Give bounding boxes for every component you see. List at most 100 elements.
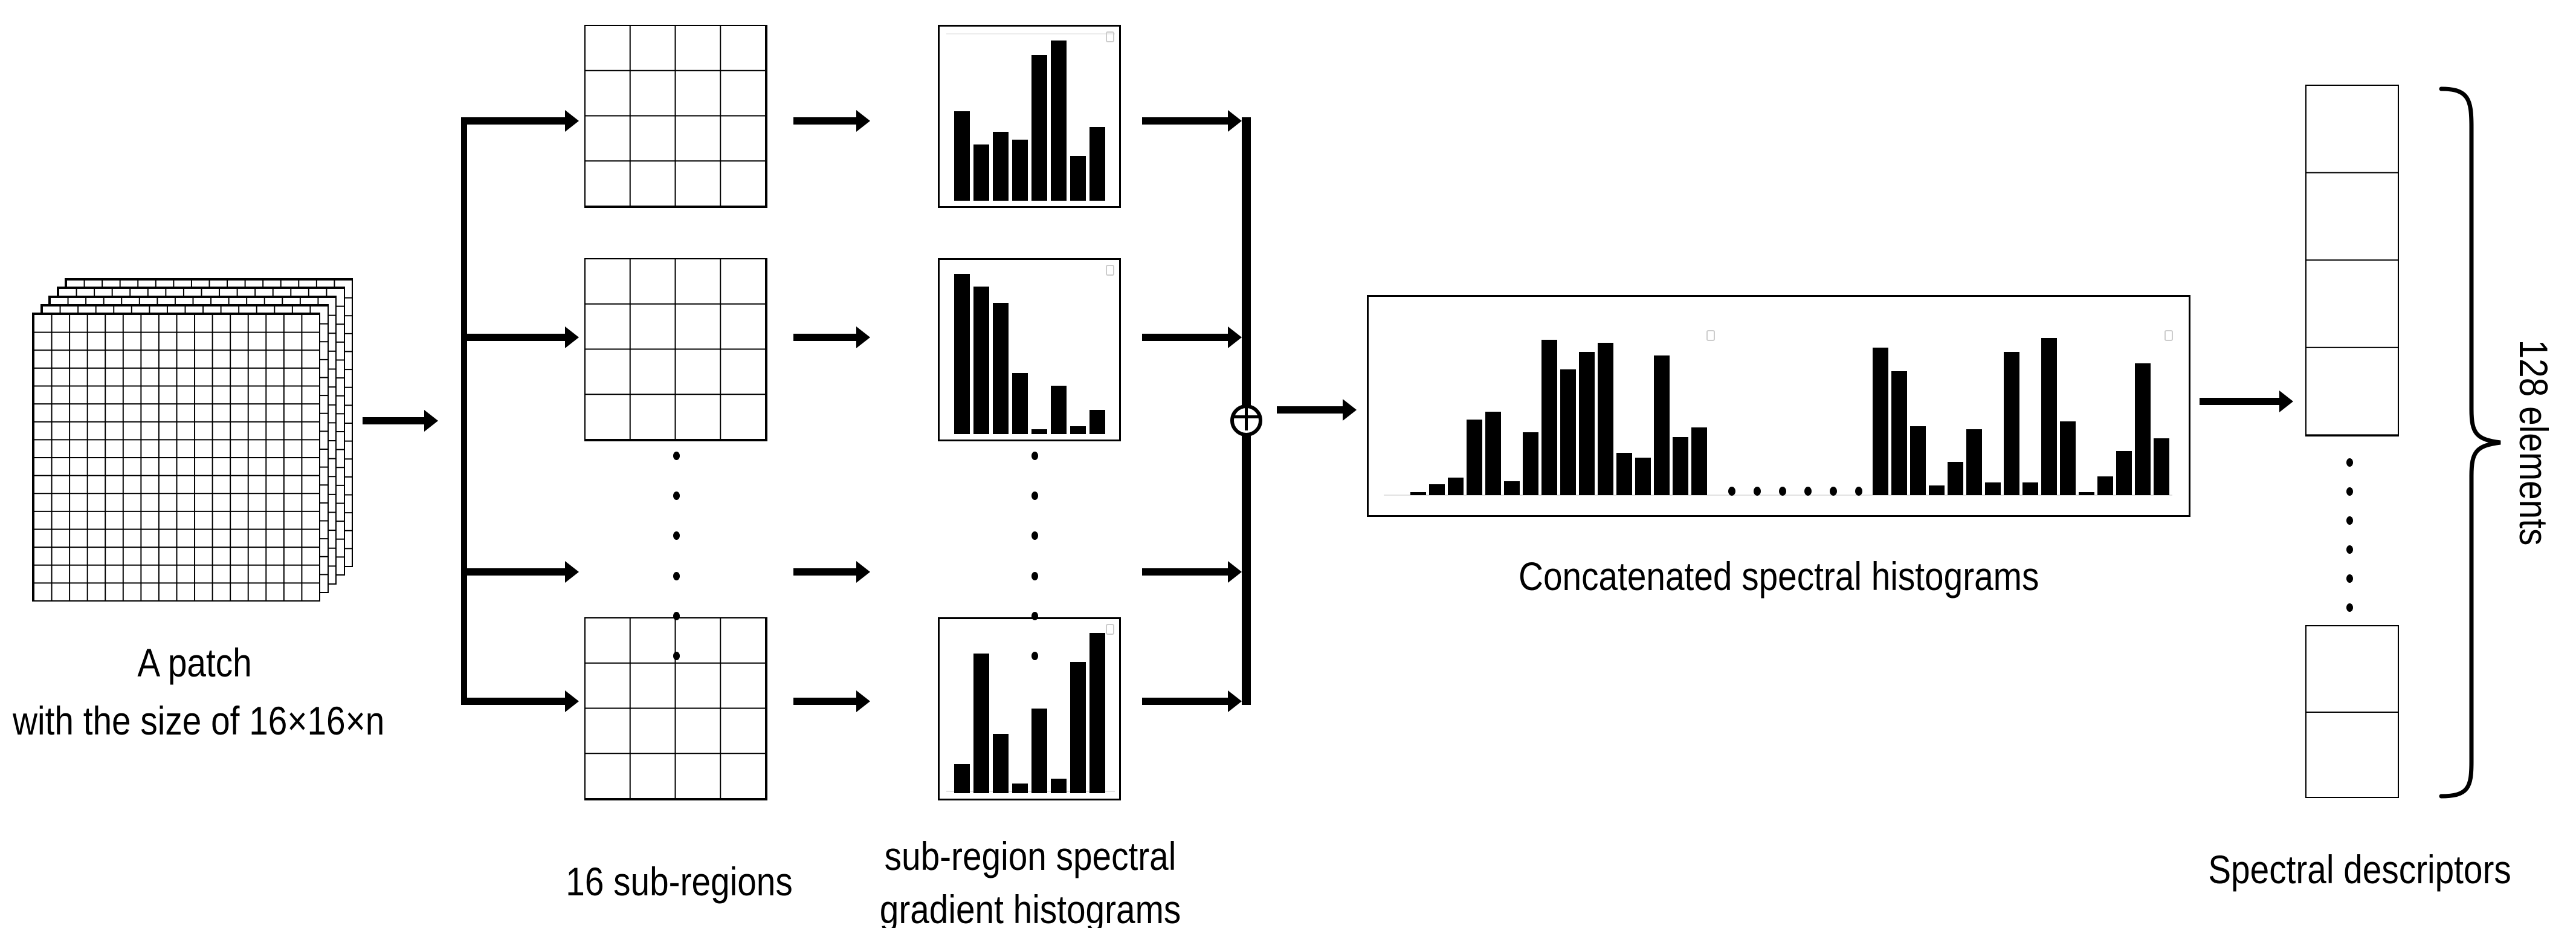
ellipsis-dot [1031, 572, 1038, 580]
histogram-to-collector-arrow-head [1228, 690, 1242, 712]
patch-to-branch-arrow-head [424, 410, 438, 432]
branch-to-grid-arrow-head [565, 561, 579, 583]
histogram-to-collector-arrow-shaft [1142, 698, 1228, 705]
missing-glyph-artifact [2164, 330, 2173, 341]
brace-icon [2439, 86, 2501, 799]
concat-histogram-bar [1910, 426, 1926, 495]
oplus-cross-vertical [1245, 403, 1248, 430]
subregions-label: 16 sub-regions [566, 859, 793, 904]
concat-histogram-bar [1504, 481, 1520, 495]
histogram-bar [1012, 784, 1028, 793]
concat-histogram-bar [2022, 482, 2038, 495]
concat-histogram-bar [1579, 352, 1595, 495]
histogram-bar [1051, 41, 1067, 201]
concat-histogram-bar [2004, 352, 2019, 495]
ellipsis-dot [2346, 516, 2353, 525]
histogram-bar [1012, 373, 1028, 434]
branch-to-grid-arrow-shaft [464, 334, 565, 341]
ellipsis-dot [1728, 487, 1735, 496]
ellipsis-dot [1031, 531, 1038, 540]
missing-glyph-artifact [1106, 265, 1114, 276]
ellipsis-dot [1804, 487, 1812, 496]
concat-histogram-bar [1948, 462, 1963, 495]
ellipsis-dot [1031, 612, 1038, 620]
spectral-descriptors-label: Spectral descriptors [2208, 847, 2511, 892]
subregion-grid [584, 258, 767, 441]
concat-to-descriptor-arrow-head [2279, 391, 2293, 412]
histogram-bar [954, 111, 970, 201]
chart-artifact-line [1384, 495, 2172, 496]
patch-label: A patch with the size of 16×16×n [13, 634, 385, 750]
concat-histogram-bar [1654, 355, 1670, 495]
patch-stack [32, 278, 353, 602]
histogram-bar [1089, 410, 1105, 434]
concat-histogram-bar [2079, 492, 2094, 495]
concat-histogram-bar [2116, 451, 2132, 495]
histogram-to-collector-arrow-head [1228, 110, 1242, 132]
branch-line [461, 117, 467, 705]
patch-label-line2: with the size of 16×16×n [13, 698, 385, 743]
histogram-to-collector-arrow-shaft [1142, 117, 1228, 125]
branch-to-grid-arrow-head [565, 326, 579, 348]
histogram-bar [1070, 426, 1086, 434]
concat-to-descriptor-arrow-shaft [2200, 398, 2279, 405]
histogram-bar [1031, 429, 1047, 434]
ellipsis-dot [673, 492, 680, 500]
ellipsis-dot [1031, 452, 1038, 460]
ellipsis-dot [673, 572, 680, 580]
histogram-bar [954, 764, 970, 793]
histogram-bar [1089, 633, 1105, 793]
ellipsis-dot [2346, 574, 2353, 583]
histogram-bar [973, 144, 989, 201]
grid-to-histogram-arrow-shaft [793, 334, 856, 341]
histogram-bar [954, 274, 970, 434]
subregion-histograms-label-line2: gradient histograms [879, 887, 1181, 928]
concat-histogram-bar [2154, 438, 2169, 495]
histogram-to-collector-arrow-shaft [1142, 334, 1228, 341]
chart-artifact-line [946, 791, 1115, 792]
ellipsis-dot [673, 452, 680, 460]
subregion-histograms-label-line1: sub-region spectral [884, 834, 1177, 878]
ellipsis-dot [1031, 492, 1038, 500]
ellipsis-dot [2346, 487, 2353, 496]
histogram-bar [973, 287, 989, 434]
patch-layer [32, 313, 320, 602]
grid-to-histogram-arrow-head [856, 110, 870, 132]
ellipsis-dot [673, 531, 680, 540]
concatenated-label: Concatenated spectral histograms [1519, 554, 2039, 599]
concat-histogram-bar [1985, 482, 2001, 495]
ellipsis-dot [2346, 458, 2353, 467]
histogram-bar [993, 303, 1009, 434]
patch-to-branch-arrow-shaft [363, 417, 424, 424]
concat-histogram-bar [1929, 485, 1945, 495]
concat-histogram-bar [1635, 458, 1651, 495]
grid-to-histogram-arrow-head [856, 326, 870, 348]
concat-histogram-bar [1541, 340, 1557, 495]
subregion-histograms-label: sub-region spectral gradient histograms [848, 829, 1212, 928]
grid-to-histogram-arrow-shaft [793, 698, 856, 705]
concat-histogram-bar [2060, 421, 2076, 495]
grid-to-histogram-arrow-shaft [793, 117, 856, 125]
ellipsis-dot [1855, 487, 1862, 496]
histogram-bar [1089, 127, 1105, 201]
concat-histogram-bar [2097, 476, 2113, 495]
ellipsis-dot [673, 612, 680, 620]
histogram-bar [1051, 386, 1067, 434]
concat-histogram-bar [1966, 429, 1982, 495]
grid-to-histogram-arrow-head [856, 561, 870, 583]
ellipsis-dot [1754, 487, 1761, 496]
concat-histogram-bar [1448, 478, 1464, 495]
missing-glyph-artifact [1706, 330, 1715, 341]
ellipsis-dot [1779, 487, 1786, 496]
concat-histogram-bar [1691, 427, 1707, 495]
concat-histogram-bar [1598, 343, 1613, 495]
histogram-bar [1031, 55, 1047, 201]
histogram-bar [993, 734, 1009, 793]
histogram-bar [993, 132, 1009, 201]
concat-histogram-bar [1560, 369, 1576, 495]
descriptor-cells-upper [2305, 85, 2399, 436]
concat-histogram-bar [1616, 453, 1632, 495]
chart-artifact-line [946, 33, 1115, 34]
concat-histogram-bar [1523, 432, 1538, 495]
